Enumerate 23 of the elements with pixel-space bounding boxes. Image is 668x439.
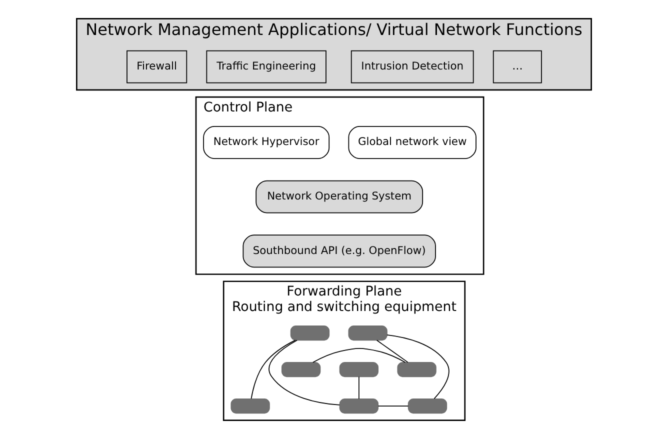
connector — [376, 340, 408, 363]
connector — [268, 340, 340, 406]
node-box: Global network view — [348, 126, 476, 159]
node-box — [230, 398, 270, 414]
node-box: Network Hypervisor — [203, 126, 330, 159]
cluster: Forwarding Plane Routing and switching equipment — [222, 280, 466, 421]
node-box: Southbound API (e.g. OpenFlow) — [242, 234, 436, 268]
node-box — [281, 362, 321, 378]
node-box: Intrusion Detection — [350, 50, 474, 84]
node-box — [339, 398, 379, 414]
node-box — [339, 362, 379, 378]
node-box: Network Operating System — [256, 180, 424, 214]
node-box — [397, 362, 436, 378]
node-box: Firewall — [126, 50, 188, 84]
connector — [312, 348, 406, 363]
node-box — [290, 325, 330, 341]
node-box — [348, 325, 388, 341]
node-box: … — [492, 50, 542, 84]
node-box: Traffic Engineering — [206, 50, 326, 84]
connector — [358, 376, 360, 400]
connector — [386, 334, 450, 400]
node-box — [408, 398, 448, 414]
connector — [250, 340, 296, 400]
